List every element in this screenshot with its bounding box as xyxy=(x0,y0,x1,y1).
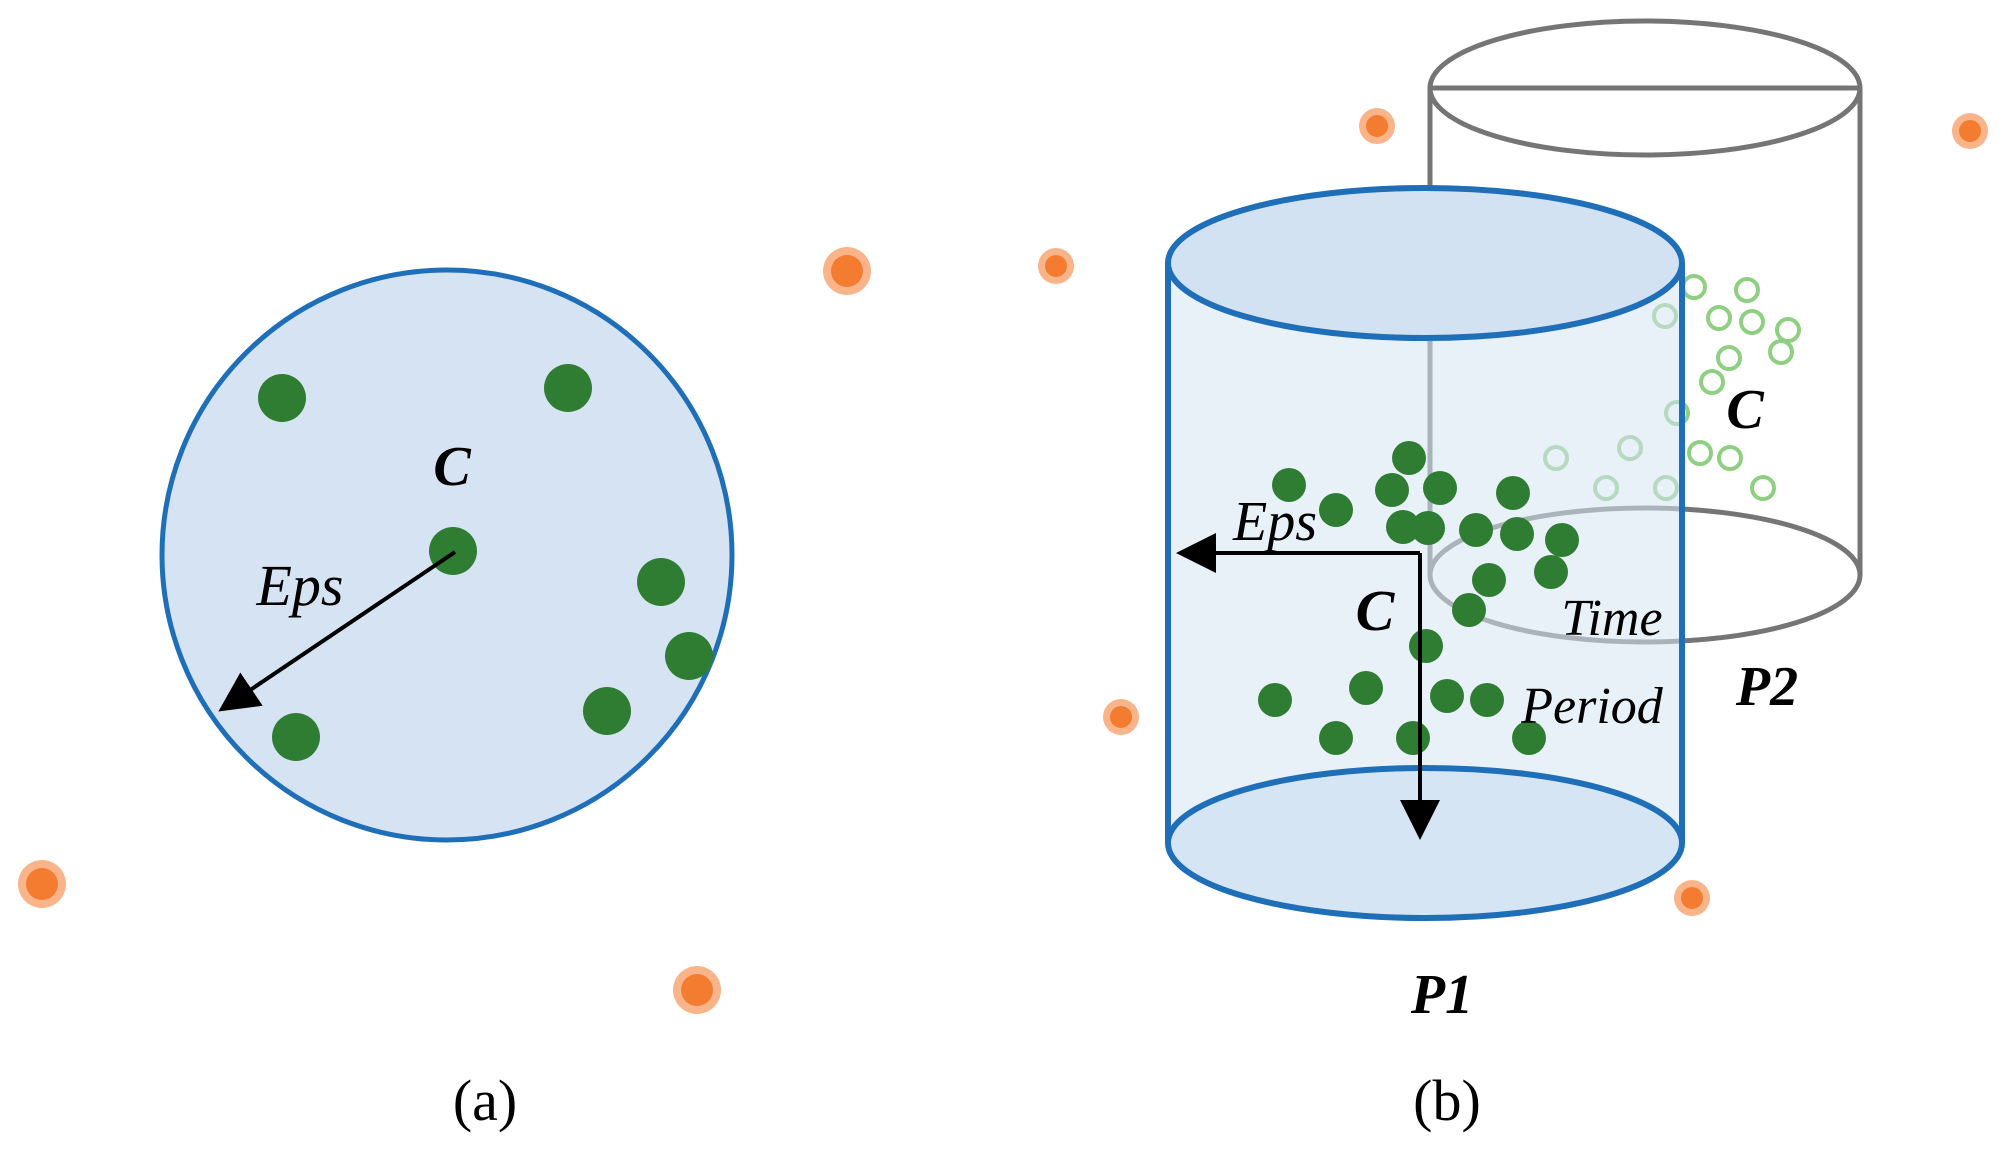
time-label: Time xyxy=(1561,590,1662,647)
cluster-point xyxy=(544,364,592,412)
cluster-point xyxy=(1375,473,1409,507)
faded-cluster-point xyxy=(1717,445,1743,471)
cluster-point xyxy=(1319,721,1353,755)
faded-cluster-point xyxy=(1706,305,1732,331)
noise-point xyxy=(1103,699,1139,735)
cylinder-p2-label: P2 xyxy=(1735,656,1798,718)
cluster-point xyxy=(1500,517,1534,551)
cluster-point xyxy=(272,713,320,761)
caption-b: (b) xyxy=(1413,1068,1481,1133)
cluster-point xyxy=(1452,593,1486,627)
front-cylinder-p1 xyxy=(1165,185,1685,921)
eps-label-b: Eps xyxy=(1232,491,1317,553)
faded-cluster-point xyxy=(1734,277,1760,303)
noise-point xyxy=(673,966,721,1014)
cluster-point xyxy=(1472,563,1506,597)
period-label: Period xyxy=(1520,678,1664,735)
cluster-point xyxy=(1392,441,1426,475)
faded-cluster-point xyxy=(1681,274,1707,300)
cluster-points-a xyxy=(258,364,713,761)
cluster-point xyxy=(1409,629,1443,663)
cluster-point xyxy=(637,558,685,606)
cluster-point xyxy=(1319,493,1353,527)
panel-b: Eps C Time Period C P2 P1 (b) xyxy=(1165,18,1863,1133)
cluster-point xyxy=(1396,721,1430,755)
front-cylinder-top xyxy=(1165,185,1685,341)
cluster-point xyxy=(1411,511,1445,545)
core-point-label-b: C xyxy=(1356,578,1396,643)
cluster-point xyxy=(1534,555,1568,589)
cluster-point xyxy=(1272,468,1306,502)
cluster-point xyxy=(1423,471,1457,505)
cluster-point xyxy=(1496,476,1530,510)
cluster-point xyxy=(1430,679,1464,713)
cluster-point xyxy=(583,687,631,735)
cluster-point xyxy=(1470,683,1504,717)
faded-cluster-point xyxy=(1739,309,1765,335)
front-cylinder-bottom xyxy=(1165,765,1685,921)
front-cylinder-body xyxy=(1168,263,1682,918)
faded-cluster-point xyxy=(1775,317,1801,343)
faded-cluster-point xyxy=(1750,475,1776,501)
cluster-point xyxy=(1386,510,1420,544)
cluster-point xyxy=(1545,523,1579,557)
cluster-point xyxy=(1459,513,1493,547)
panel-a: C Eps (a) xyxy=(159,267,735,1133)
back-cluster-label: C xyxy=(1726,379,1764,441)
eps-label: Eps xyxy=(256,553,344,618)
faded-cluster-point xyxy=(1699,369,1725,395)
core-point-label: C xyxy=(433,436,471,498)
cluster-point xyxy=(1349,671,1383,705)
cylinder-p1-label: P1 xyxy=(1410,964,1473,1026)
front-cluster-points xyxy=(1258,441,1579,755)
noise-point xyxy=(1674,880,1710,916)
noise-point xyxy=(18,860,66,908)
cluster-point xyxy=(665,632,713,680)
faded-cluster-point xyxy=(1687,440,1713,466)
faded-cluster-point xyxy=(1768,339,1794,365)
noise-point xyxy=(1038,248,1074,284)
noise-point xyxy=(823,247,871,295)
caption-a: (a) xyxy=(453,1068,517,1133)
noise-point xyxy=(1359,108,1395,144)
noise-points xyxy=(18,108,1988,1014)
eps-radius-arrow xyxy=(218,550,457,712)
cluster-point xyxy=(258,374,306,422)
noise-point xyxy=(1952,113,1988,149)
cluster-point xyxy=(1512,721,1546,755)
cluster-point xyxy=(1258,683,1292,717)
faded-cluster-point xyxy=(1716,345,1742,371)
